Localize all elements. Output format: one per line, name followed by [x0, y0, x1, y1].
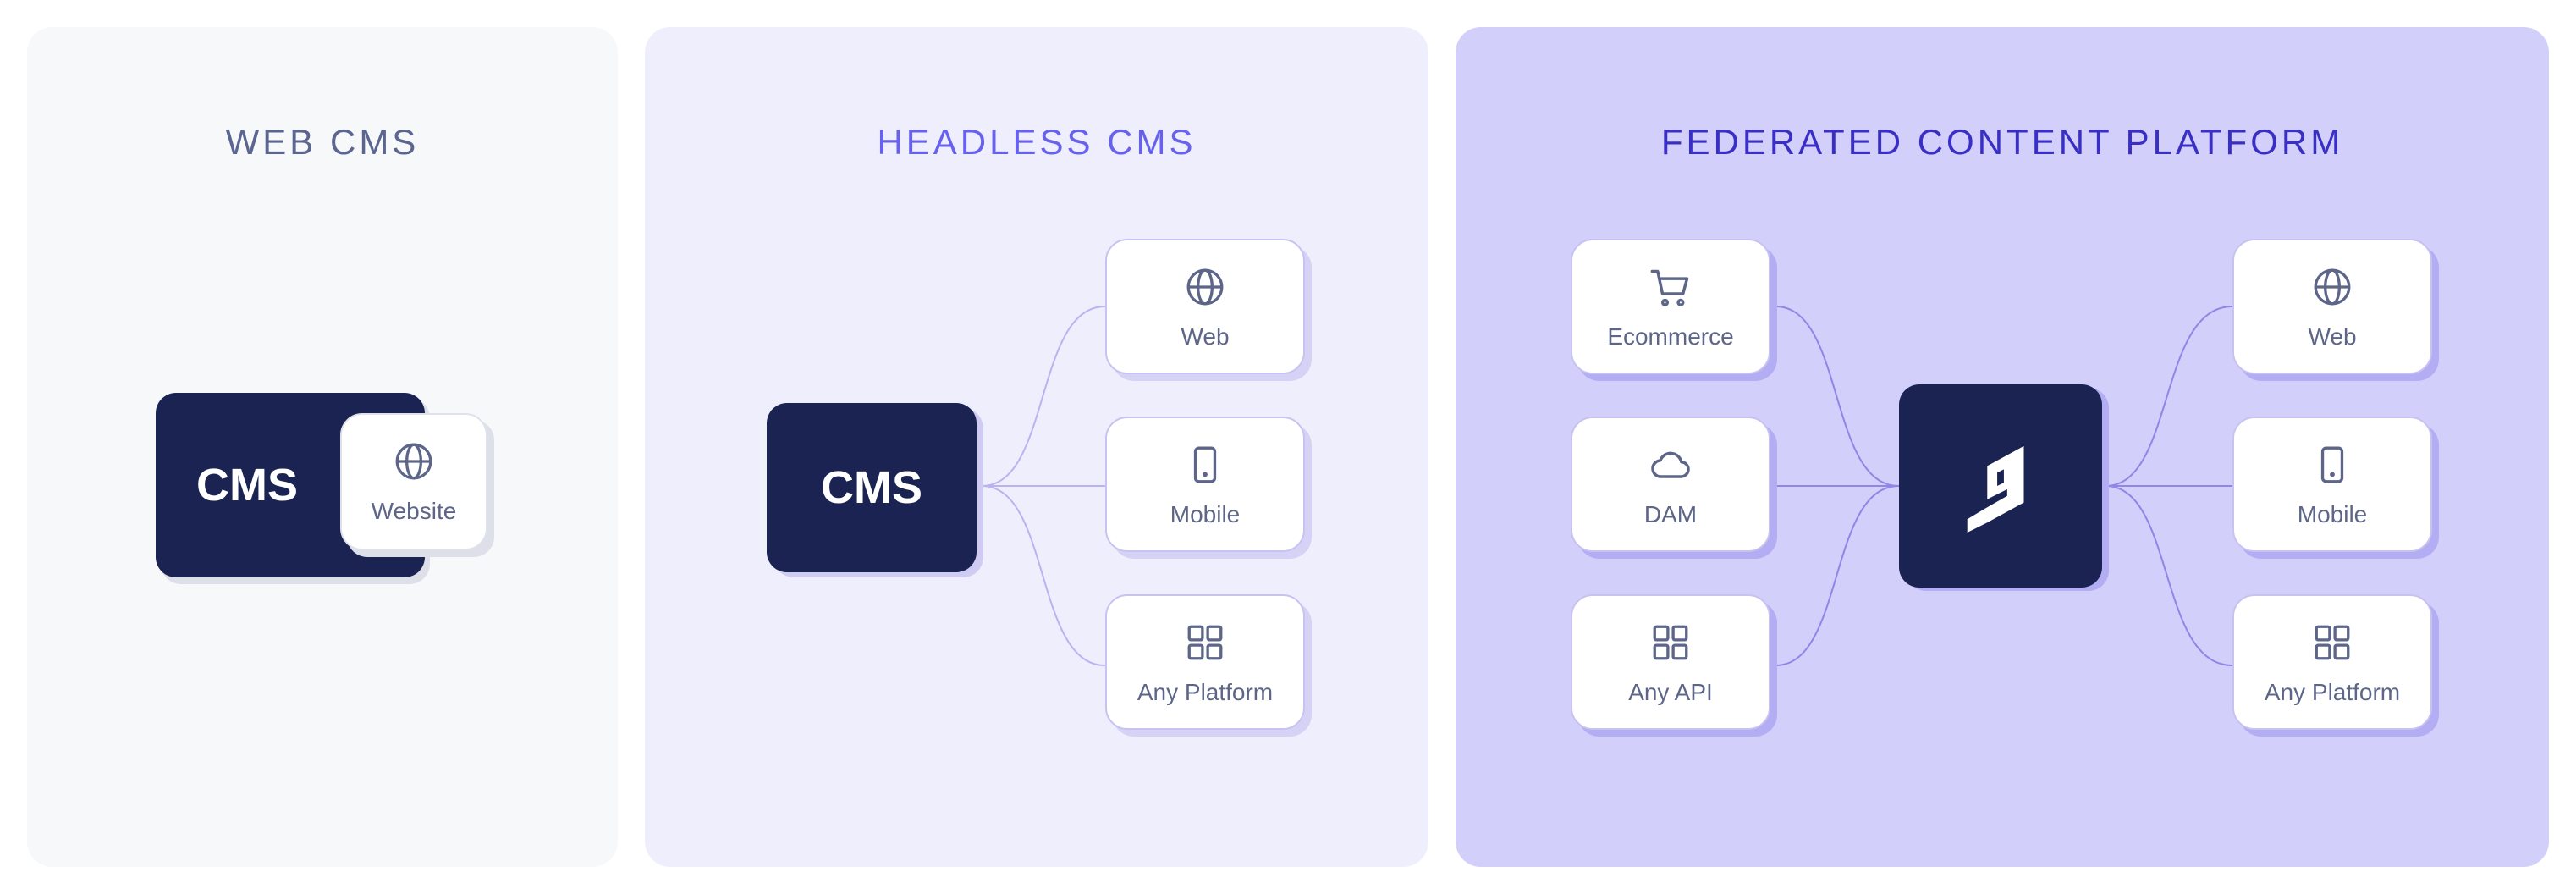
grid-icon [1572, 621, 1769, 665]
federated-platform-panel: FEDERATED CONTENT PLATFORM Ecommerce DAM [1456, 27, 2549, 867]
panel-title: FEDERATED CONTENT PLATFORM [1660, 122, 2344, 162]
connector-lines [981, 306, 1106, 666]
output-label: Any Platform [1137, 679, 1274, 705]
mobile-icon [1107, 444, 1303, 488]
website-label: Website [371, 498, 457, 524]
headless-cms-panel: HEADLESS CMS CMS Web Mobile [645, 27, 1428, 867]
web-cms-panel: WEB CMS CMS Website [27, 27, 618, 867]
output-label: Mobile [1170, 501, 1241, 527]
output-label: Web [2308, 323, 2357, 350]
input-label: Ecommerce [1607, 323, 1734, 350]
input-any-api: Any API [1571, 594, 1770, 730]
output-any-platform: Any Platform [1105, 594, 1305, 730]
cms-label: CMS [821, 462, 922, 513]
cms-label: CMS [196, 460, 298, 510]
globe-icon [342, 440, 486, 484]
input-dam: DAM [1571, 417, 1770, 552]
connector-lines [1775, 306, 2233, 666]
hygraph-hub [1899, 384, 2102, 588]
website-card: Website [340, 413, 487, 550]
output-web: Web [1105, 239, 1305, 374]
globe-icon [1107, 266, 1303, 310]
output-label: Web [1181, 323, 1230, 350]
cms-block: CMS [767, 403, 977, 572]
grid-icon [1107, 621, 1303, 665]
output-label: Any Platform [2264, 679, 2401, 705]
input-ecommerce: Ecommerce [1571, 239, 1770, 374]
panel-title: WEB CMS [225, 122, 420, 162]
output-label: Mobile [2297, 501, 2368, 527]
output-any-platform: Any Platform [2232, 594, 2432, 730]
globe-icon [2234, 266, 2430, 310]
output-web: Web [2232, 239, 2432, 374]
panel-title: HEADLESS CMS [877, 122, 1197, 162]
output-mobile: Mobile [2232, 417, 2432, 552]
cart-icon [1572, 266, 1769, 310]
cloud-icon [1572, 444, 1769, 488]
input-label: Any API [1628, 679, 1713, 705]
hygraph-logo-icon [1967, 439, 2024, 533]
input-label: DAM [1643, 501, 1698, 527]
output-mobile: Mobile [1105, 417, 1305, 552]
grid-icon [2234, 621, 2430, 665]
mobile-icon [2234, 444, 2430, 488]
